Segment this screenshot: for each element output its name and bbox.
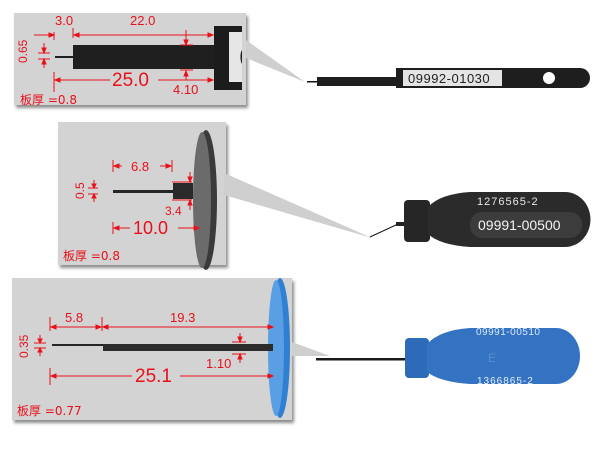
dim-shank-length: 19.3 xyxy=(170,310,196,325)
dim-shank-width: 1.10 xyxy=(206,356,232,371)
dim-tip-thickness: 0.65 xyxy=(16,39,30,63)
dim-overall-length: 10.0 xyxy=(133,218,169,238)
tool-3-secondary-number: 1366865-2 xyxy=(477,376,534,387)
dim-tip-length: 6.8 xyxy=(131,159,150,174)
plate-thickness-label: 板厚 =0.77 xyxy=(17,404,82,418)
dim-tip-length: 5.8 xyxy=(65,310,84,325)
dim-tip-thickness: 0.5 xyxy=(73,182,87,199)
dim-shank-width: 4.10 xyxy=(173,82,199,97)
plate-thickness-label: 板厚 =0.8 xyxy=(20,93,77,107)
svg-text:E: E xyxy=(488,351,496,365)
tool-2-part-number: 09991-00500 xyxy=(478,217,561,233)
tool-1-part-number: 09992-01030 xyxy=(408,71,491,86)
tool-2-secondary-number: 1276565-2 xyxy=(477,196,539,208)
dim-shank-width: 3.4 xyxy=(165,204,182,218)
plate-thickness-label: 板厚 =0.8 xyxy=(63,249,120,263)
detail-panel-3 xyxy=(12,278,292,420)
dim-tip-thickness: 0.35 xyxy=(17,334,31,358)
dim-shank-length: 22.0 xyxy=(130,13,156,28)
dim-tip-length: 3.0 xyxy=(55,13,74,28)
tool-3-part-number: 09991-00510 xyxy=(476,327,541,338)
dim-overall-length: 25.0 xyxy=(112,70,149,91)
dim-overall-length: 25.1 xyxy=(135,366,172,387)
